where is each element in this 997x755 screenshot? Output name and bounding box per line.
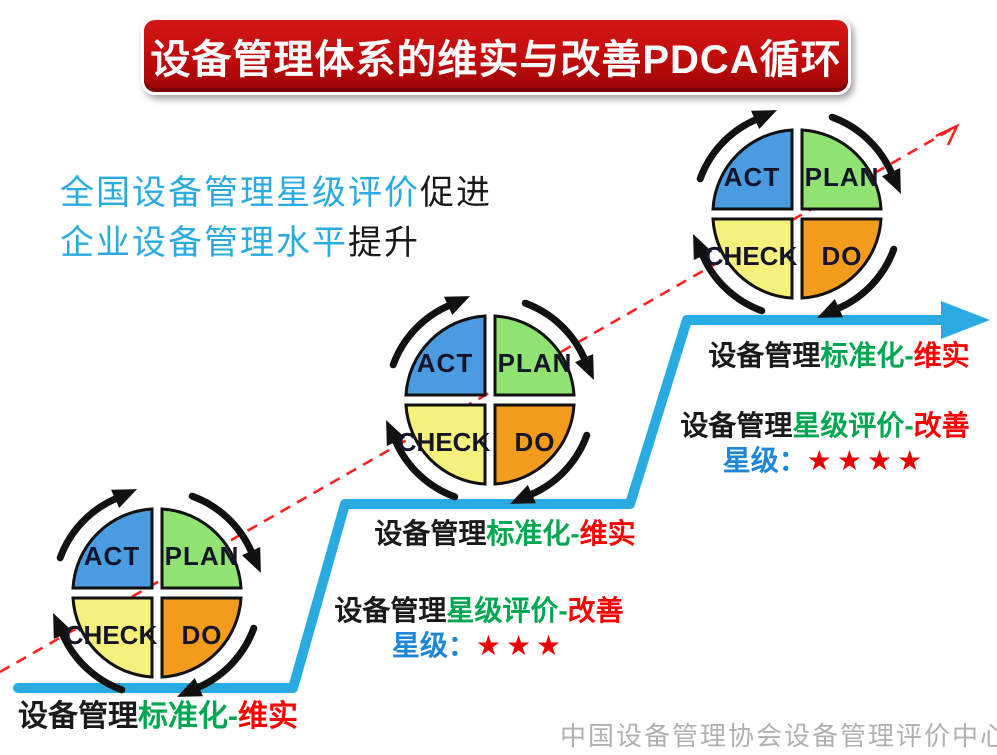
pdca-wheel-step1 [53, 489, 261, 697]
step3-eval-red: 改善 [913, 410, 970, 441]
step3-std-red: 维实 [913, 340, 970, 371]
step2-evaluation-label: 设备管理星级评价-改善 [318, 593, 640, 629]
page-title: 设备管理体系的维实与改善PDCA循环 [150, 38, 842, 82]
step-arrowhead-icon [941, 301, 990, 339]
step3-std-green: 标准化- [820, 340, 914, 371]
step3-eval-black: 设备管理 [680, 410, 793, 441]
step3-eval-green: 星级评价- [792, 410, 914, 441]
step1-std-red: 维实 [238, 700, 298, 733]
intro-line2-highlight: 企业设备管理水平 [60, 223, 348, 263]
intro-text: 全国设备管理星级评价促进 企业设备管理水平提升 [60, 168, 492, 268]
step2-standardization-label: 设备管理标准化-维实 [370, 516, 640, 552]
step2-eval-green: 星级评价- [446, 595, 568, 626]
intro-line-1: 全国设备管理星级评价促进 [60, 168, 492, 218]
pdca-wheel-step3 [693, 110, 901, 318]
pdca-wheel-step2 [386, 296, 594, 504]
step3-std-black: 设备管理 [708, 340, 821, 371]
step2-rating-caption: 星级： [391, 630, 476, 661]
intro-line-2: 企业设备管理水平提升 [60, 218, 492, 268]
step2-star-rating: 星级：★★★ [318, 629, 640, 663]
step1-standardization-label: 设备管理标准化-维实 [18, 699, 298, 735]
step3-rating-caption: 星级： [722, 445, 807, 476]
step3-evaluation-label: 设备管理星级评价-改善 [660, 408, 990, 444]
intro-line1-rest: 促进 [420, 173, 492, 213]
step2-std-black: 设备管理 [374, 518, 487, 549]
intro-line2-rest: 提升 [348, 223, 420, 263]
step2-std-green: 标准化- [486, 518, 580, 549]
growth-step-arrow [13, 301, 990, 693]
step2-eval-black: 设备管理 [334, 595, 447, 626]
footer-credit: 中国设备管理协会设备管理评价中心 [560, 722, 997, 752]
step2-star-icons: ★★★ [475, 629, 567, 662]
intro-line1-highlight: 全国设备管理星级评价 [60, 173, 420, 213]
step1-label-group: 设备管理标准化-维实 [18, 699, 298, 735]
step3-standardization-label: 设备管理标准化-维实 [688, 338, 990, 374]
step2-eval-red: 改善 [567, 595, 624, 626]
step3-star-icons: ★★★★ [806, 444, 928, 477]
step1-std-black: 设备管理 [18, 700, 138, 733]
step2-label-group: 设备管理标准化-维实 设备管理星级评价-改善 星级：★★★ [318, 516, 640, 663]
step3-star-rating: 星级：★★★★ [660, 444, 990, 478]
step2-std-red: 维实 [579, 518, 636, 549]
step1-std-green: 标准化- [138, 700, 238, 733]
step3-label-group: 设备管理标准化-维实 设备管理星级评价-改善 星级：★★★★ [660, 338, 990, 478]
title-banner: 设备管理体系的维实与改善PDCA循环 [141, 17, 851, 95]
improvement-dashed-arrow-icon [0, 123, 960, 674]
